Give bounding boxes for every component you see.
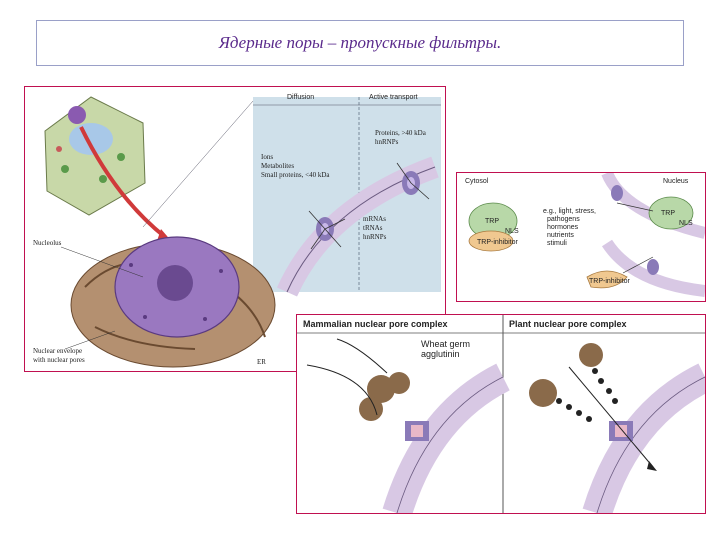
nucleolus-label: Nucleolus bbox=[33, 239, 62, 247]
envelope-pointer bbox=[64, 330, 116, 350]
transport-arrow-head bbox=[647, 461, 657, 471]
nuclear-transport-diagram: Diffusion Active transport Ions Metaboli… bbox=[33, 94, 441, 368]
metabolites-label: Metabolites bbox=[261, 162, 294, 170]
stimuli-line4: nutrients bbox=[547, 232, 574, 239]
stimuli-line2: pathogens bbox=[547, 216, 580, 223]
trp-inhibitor-bottom-label: TRP-inhibitor bbox=[589, 278, 631, 285]
title-box: Ядерные поры – пропускные фильтры. bbox=[36, 20, 684, 66]
nucleolus bbox=[157, 265, 193, 301]
trp-signaling-diagram: Cytosol Nucleus TRP NLS TRP-inhibitor e.… bbox=[457, 173, 705, 301]
mammalian-pore bbox=[405, 421, 429, 441]
trp-left-label: TRP bbox=[485, 218, 499, 225]
agglutinin-arrow-in bbox=[306, 364, 378, 416]
pore-complex-panel: Mammalian nuclear pore complex Plant nuc… bbox=[296, 314, 706, 514]
bead-chain-left bbox=[556, 398, 592, 422]
agglutinin-arrow-out bbox=[336, 338, 388, 374]
inset-pore-diffusion bbox=[308, 210, 346, 250]
stimuli-line1: e.g., light, stress, bbox=[543, 208, 596, 215]
zoom-guide-line-top bbox=[142, 100, 254, 228]
membrane-bottom bbox=[601, 239, 705, 297]
nucleus-label: Nucleus bbox=[663, 178, 689, 185]
pore-complex-diagram: Mammalian nuclear pore complex Plant nuc… bbox=[297, 315, 705, 513]
nuclear-transport-panel: Diffusion Active transport Ions Metaboli… bbox=[24, 86, 446, 372]
nls-right-label: NLS bbox=[679, 220, 693, 227]
trp-inhibitor-label: TRP-inhibitor bbox=[477, 239, 519, 246]
pore-bottom bbox=[647, 259, 659, 275]
envelope-label-line2: with nuclear pores bbox=[33, 356, 85, 364]
small-proteins-label: Small proteins, <40 kDa bbox=[261, 171, 330, 179]
hnrnps-top-label: hnRNPs bbox=[375, 138, 399, 146]
arrow-export bbox=[622, 256, 654, 274]
proteins-large-label: Proteins, >40 kDa bbox=[375, 129, 427, 137]
bead-chain-top bbox=[592, 368, 618, 404]
trp-signaling-panel: Cytosol Nucleus TRP NLS TRP-inhibitor e.… bbox=[456, 172, 706, 302]
trnas-label: tRNAs bbox=[363, 224, 383, 232]
trp-inhibitor-bottom-shape bbox=[586, 270, 628, 289]
arrow-import bbox=[616, 202, 654, 212]
cell-nucleus bbox=[68, 106, 86, 124]
page-title: Ядерные поры – пропускные фильтры. bbox=[218, 33, 502, 52]
transport-arrow bbox=[568, 366, 654, 468]
mammalian-title: Mammalian nuclear pore complex bbox=[303, 319, 448, 329]
trp-right-label: TRP bbox=[661, 210, 675, 217]
wheat-germ-label-line2: agglutinin bbox=[421, 349, 460, 359]
wheat-germ-label-line1: Wheat germ bbox=[421, 339, 470, 349]
nls-left-label: NLS bbox=[505, 228, 519, 235]
plant-title: Plant nuclear pore complex bbox=[509, 319, 627, 329]
nucleolus-pointer bbox=[60, 246, 144, 278]
nucleus-illustration bbox=[70, 236, 276, 368]
cytosol-label: Cytosol bbox=[465, 178, 489, 185]
ions-label: Ions bbox=[261, 153, 273, 161]
pore-top bbox=[611, 185, 623, 201]
active-transport-label: Active transport bbox=[369, 94, 418, 101]
trp-protein-right bbox=[648, 196, 694, 230]
hnrnps-bottom-label: hnRNPs bbox=[363, 233, 387, 241]
mrnas-label: mRNAs bbox=[363, 215, 386, 223]
inset-pore-active bbox=[396, 162, 430, 200]
zoom-arrow bbox=[79, 126, 167, 239]
plant-pore bbox=[609, 421, 633, 441]
stimuli-line5: stimuli bbox=[547, 240, 567, 247]
envelope-label-line1: Nuclear envelope bbox=[33, 347, 82, 355]
trp-inhibitor-shape bbox=[468, 230, 514, 252]
er-label: ER bbox=[257, 358, 266, 366]
plant-agglutinin-blobs bbox=[529, 343, 603, 407]
diffusion-label: Diffusion bbox=[287, 94, 314, 101]
stimuli-line3: hormones bbox=[547, 224, 579, 231]
